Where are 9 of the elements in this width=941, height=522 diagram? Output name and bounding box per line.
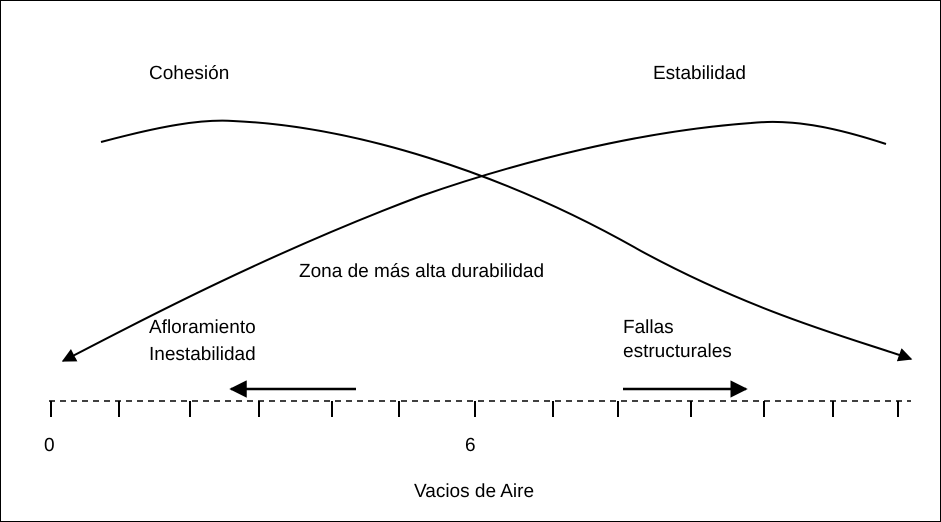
axis-tick-label: 0 bbox=[44, 434, 55, 458]
axis-tick-label: 6 bbox=[465, 434, 476, 458]
annotation-label: Fallas estructurales bbox=[623, 316, 733, 364]
annotation-label: Inestabilidad bbox=[149, 343, 256, 367]
annotation-label: Afloramiento bbox=[149, 316, 256, 340]
annotation-label: Cohesión bbox=[149, 62, 230, 86]
axis-title: Vacios de Aire bbox=[414, 480, 534, 504]
annotation-label: Estabilidad bbox=[653, 62, 746, 86]
annotation-label: Zona de más alta durabilidad bbox=[299, 260, 544, 284]
